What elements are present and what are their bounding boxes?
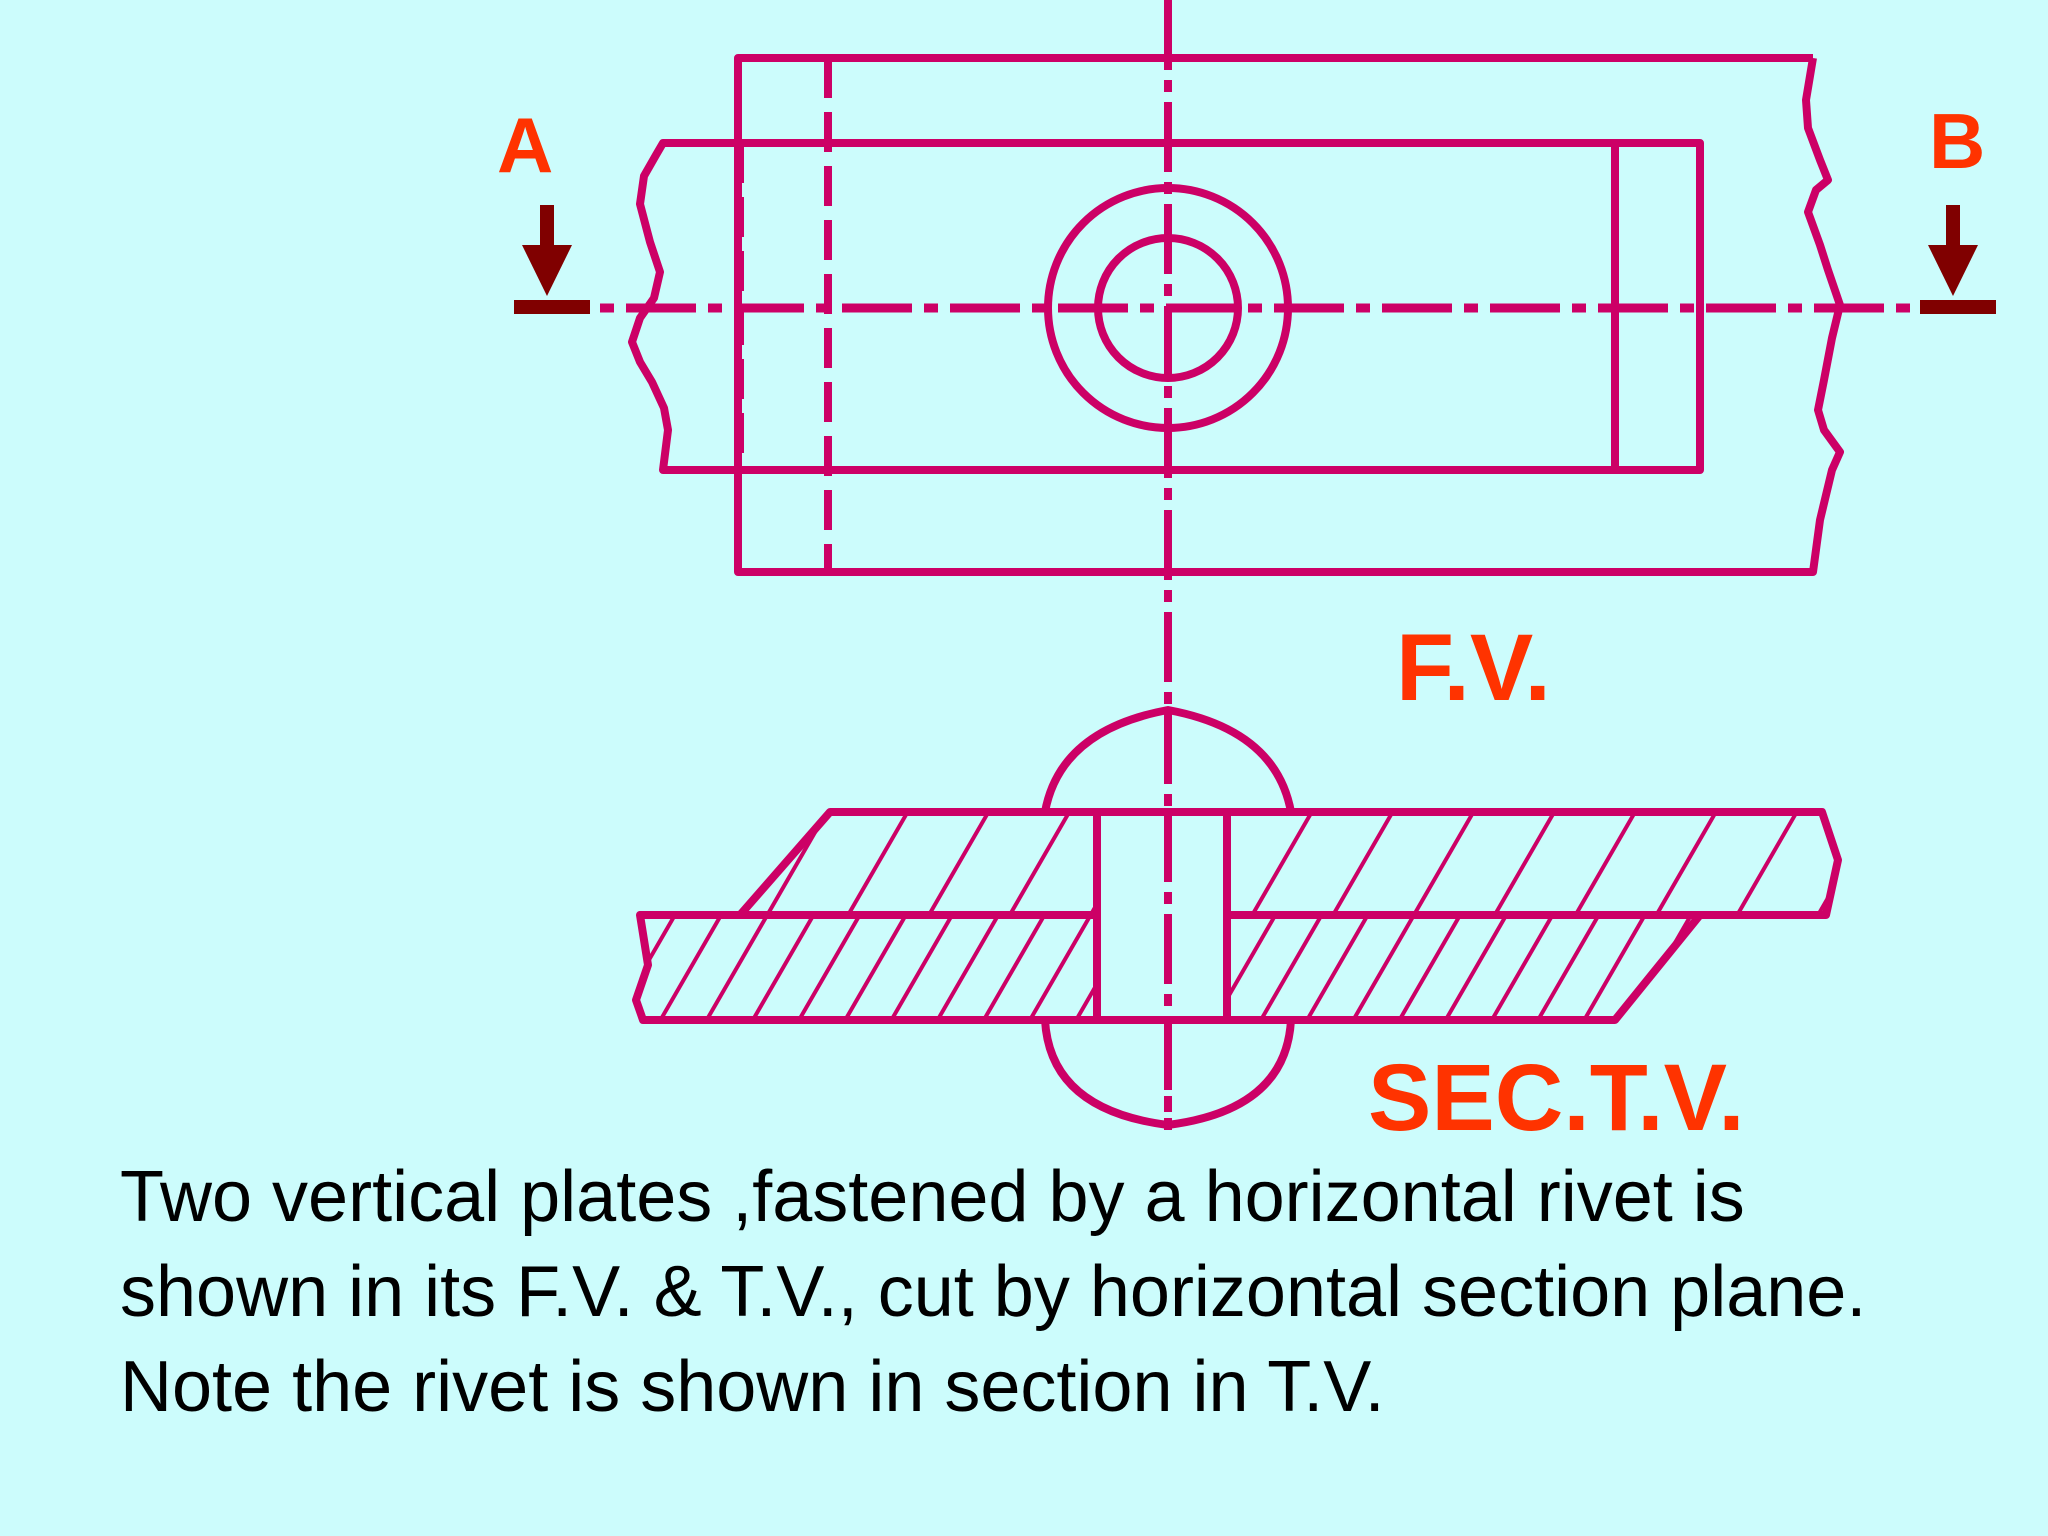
outer-plate: [734, 54, 1844, 576]
front-view: [628, 54, 1844, 576]
sectional-top-view: [632, 706, 1842, 1129]
label-section-top-view: SEC.T.V.: [1368, 1045, 1745, 1151]
upper-plate-section: [736, 808, 1842, 919]
label-plane-right: B: [1929, 97, 1985, 185]
inner-plate: [628, 139, 1704, 474]
rivet-shank: [1093, 808, 1231, 1024]
section-arrow-b: [1920, 205, 1996, 314]
section-arrow-a: [514, 205, 590, 314]
label-plane-left: A: [497, 101, 553, 189]
label-front-view: F.V.: [1396, 615, 1551, 721]
caption-text: Two vertical plates ,fastened by a horiz…: [120, 1157, 1867, 1427]
rivet-top-head: [1041, 706, 1295, 813]
